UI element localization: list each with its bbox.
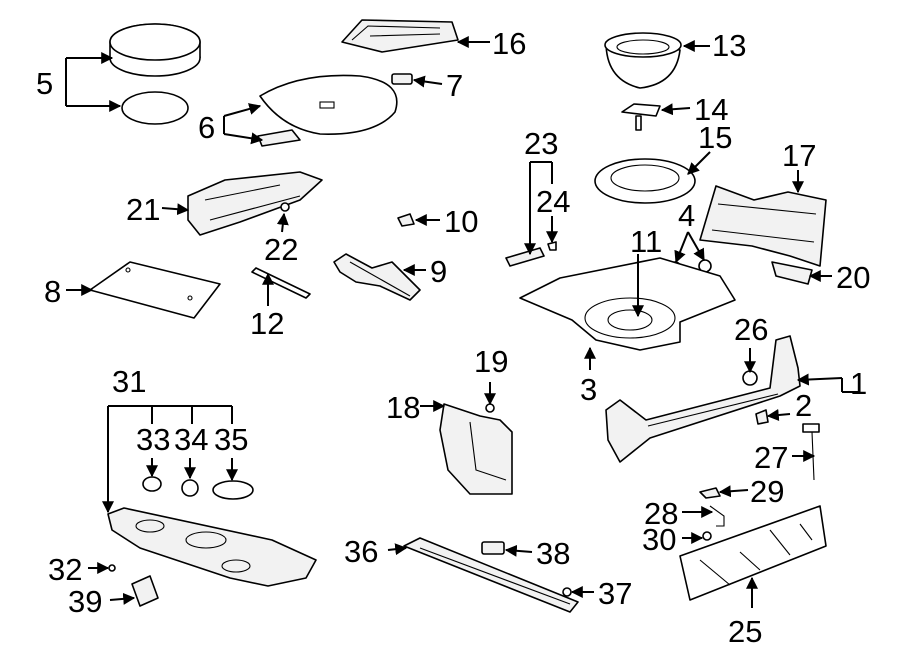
part-5-spare-tire-cover [109, 23, 201, 125]
callout-29: 29 [750, 474, 784, 509]
callout-37: 37 [598, 576, 632, 611]
callout-25: 25 [728, 614, 762, 649]
callout-38: 38 [536, 536, 570, 571]
part-12-rod [251, 267, 311, 299]
part-2-clip [755, 409, 769, 425]
callout-24: 24 [536, 184, 570, 219]
part-30-nut [702, 531, 712, 541]
callout-9: 9 [430, 254, 447, 289]
part-37-screw [562, 587, 572, 597]
callout-10: 10 [444, 204, 478, 239]
part-6-load-floor [257, 74, 398, 147]
part-20-bracket [771, 261, 813, 285]
callout-2: 2 [795, 388, 812, 423]
part-35-grille [212, 480, 254, 500]
callout-19: 19 [474, 344, 508, 379]
callout-21: 21 [126, 192, 160, 227]
callout-12: 12 [250, 306, 284, 341]
callout-35: 35 [214, 422, 248, 457]
callout-7: 7 [446, 68, 463, 103]
part-7-clip [391, 73, 413, 85]
callout-8: 8 [44, 274, 61, 309]
callout-28: 28 [644, 496, 678, 531]
callout-1: 1 [850, 366, 867, 401]
part-16-floor-panel [341, 19, 459, 53]
callout-32: 32 [48, 552, 82, 587]
part-22-fastener [280, 202, 290, 212]
callout-20: 20 [836, 260, 870, 295]
part-28-hook [709, 505, 725, 527]
callout-3: 3 [580, 372, 597, 407]
callout-6: 6 [198, 110, 215, 145]
part-24-clip [547, 241, 557, 251]
part-3-floor-pan [519, 257, 736, 351]
part-23-handle [505, 247, 545, 267]
part-32-screw [108, 564, 116, 572]
part-8-floor-carpet [89, 261, 221, 319]
callout-18: 18 [386, 390, 420, 425]
callout-27: 27 [754, 440, 788, 475]
callout-labels: 1 2 3 4 5 6 7 8 9 10 11 12 13 14 15 16 1… [36, 26, 870, 649]
callout-39: 39 [68, 584, 102, 619]
part-38-clip [481, 541, 505, 555]
part-27-latch [802, 423, 820, 481]
part-36-sill-plate [403, 537, 579, 613]
callout-11: 11 [630, 224, 662, 259]
part-34-cap [181, 479, 199, 497]
callout-33: 33 [136, 422, 170, 457]
callout-4: 4 [678, 198, 695, 233]
part-9-jack [333, 253, 421, 301]
callout-22: 22 [264, 232, 298, 267]
callout-36: 36 [344, 534, 378, 569]
part-1-sill-trim [605, 335, 801, 463]
part-25-cargo-net [679, 505, 827, 601]
callout-16: 16 [492, 26, 526, 61]
part-13-tire-tub [604, 32, 682, 89]
part-15-tire-ring [594, 158, 696, 204]
callout-17: 17 [782, 138, 816, 173]
leader-lines [65, 36, 858, 608]
callout-26: 26 [734, 312, 768, 347]
callout-34: 34 [174, 422, 208, 457]
callout-15: 15 [698, 120, 732, 155]
callout-31: 31 [112, 364, 146, 399]
part-31-package-tray [107, 507, 317, 587]
callout-30: 30 [642, 522, 676, 557]
part-26-grommet [742, 370, 758, 386]
part-17-side-trim [699, 185, 827, 267]
callout-5: 5 [36, 66, 53, 101]
callout-14: 14 [694, 92, 728, 127]
part-33-cap [142, 476, 162, 492]
part-39-bracket [131, 575, 159, 607]
part-21-jack-tray [187, 171, 323, 236]
part-29-hook [699, 487, 721, 499]
callout-23: 23 [524, 126, 558, 161]
part-18-trim-panel [439, 403, 513, 495]
callout-13: 13 [712, 28, 746, 63]
part-19-pushpin [485, 403, 495, 413]
part-10-clip [397, 213, 415, 227]
part-14-hold-down [621, 103, 661, 131]
